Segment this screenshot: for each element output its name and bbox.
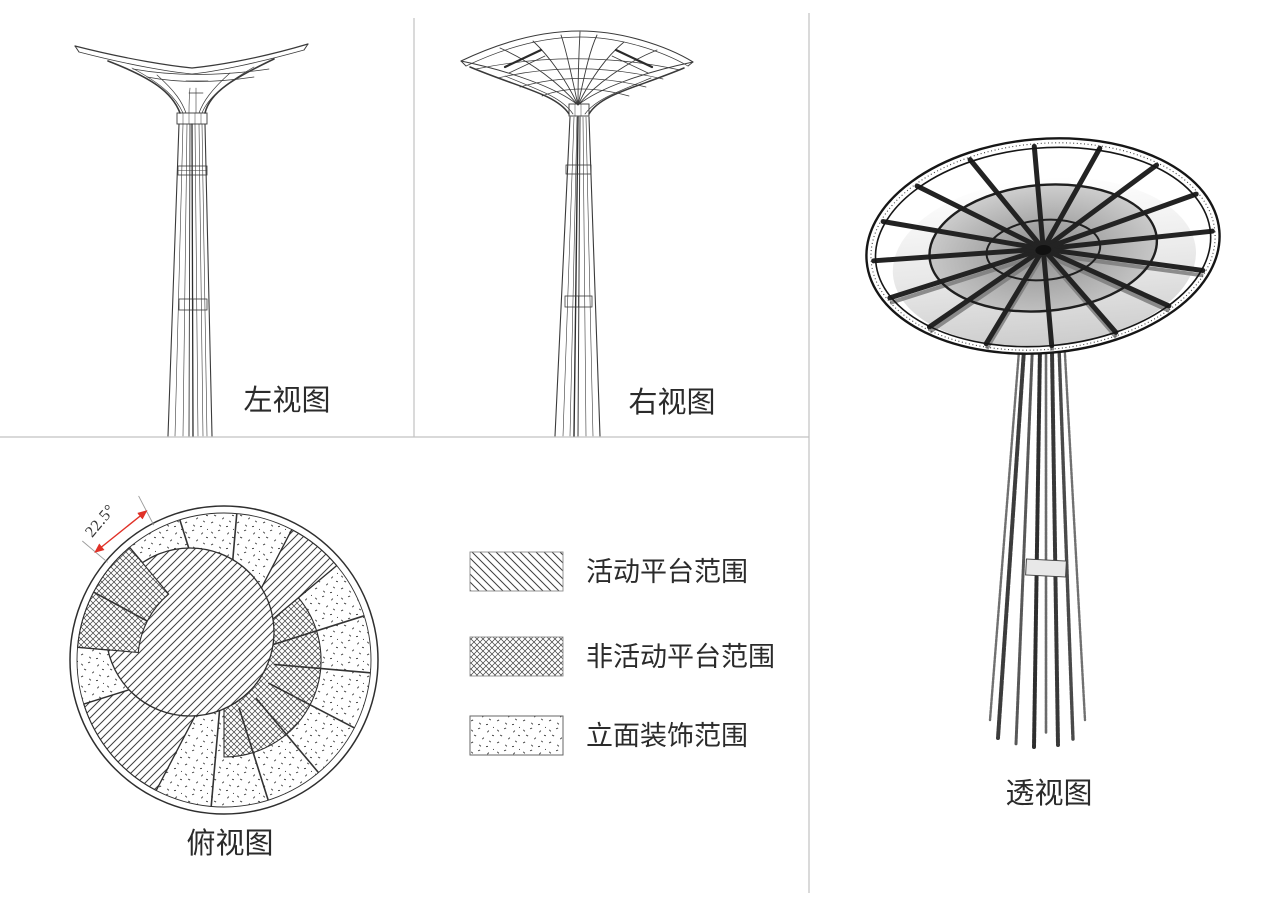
- left-view-label: 左视图: [243, 384, 330, 417]
- right-view-canopy: [460, 30, 694, 115]
- perspective-rim-rivets: [870, 142, 1216, 351]
- perspective-hub: [1035, 244, 1052, 256]
- dimension-label: 22.5°: [82, 502, 119, 541]
- right-view-trunk: [554, 116, 601, 437]
- divider-lines: [0, 13, 810, 893]
- legend-swatch-crosshatch: [469, 636, 564, 677]
- perspective-view-drawing: 透视图: [865, 137, 1221, 810]
- legend-swatch-stipple: [469, 715, 564, 756]
- legend-item-facade: 立面装饰范围: [469, 715, 748, 756]
- left-view-drawing: 左视图: [74, 43, 331, 437]
- legend: 活动平台范围 非活动平台范围 立面装饰范围: [469, 551, 775, 756]
- legend-label: 立面装饰范围: [586, 721, 748, 751]
- perspective-disc: [865, 137, 1221, 355]
- perspective-rim-outer: [865, 137, 1221, 355]
- legend-item-activity: 活动平台范围: [469, 551, 748, 592]
- legend-label: 非活动平台范围: [586, 642, 775, 672]
- left-view-trunk: [167, 123, 213, 437]
- right-view-label: 右视图: [628, 386, 715, 419]
- legend-swatch-diagonal-hatch: [469, 551, 564, 592]
- legend-item-non-activity: 非活动平台范围: [469, 636, 775, 677]
- perspective-trunk-collar: [1025, 558, 1067, 578]
- plan-radial-line-over-block: [93, 591, 149, 623]
- perspective-view-label: 透视图: [1005, 777, 1092, 810]
- perspective-mid-ring: [928, 183, 1159, 313]
- legend-label: 活动平台范围: [586, 557, 748, 587]
- top-view-label: 俯视图: [186, 827, 273, 860]
- right-view-drawing: 右视图: [460, 30, 716, 437]
- dimension-tick-line: [138, 495, 155, 526]
- top-view-drawing: 22.5° 俯视图: [69, 495, 379, 860]
- perspective-rim-inner: [874, 146, 1212, 348]
- perspective-spokes: [871, 143, 1215, 349]
- plan-outer-circle: [69, 505, 379, 815]
- right-view-neck-collar: [568, 103, 590, 117]
- dimension-arrow: [94, 510, 148, 553]
- dimension-tick-line: [82, 540, 108, 563]
- perspective-trunk: [988, 278, 1087, 749]
- left-view-neck-collar: [176, 112, 208, 125]
- plan-inner-rim-circle: [76, 512, 372, 808]
- perspective-inner-ring: [985, 218, 1102, 282]
- left-view-canopy: [74, 43, 309, 114]
